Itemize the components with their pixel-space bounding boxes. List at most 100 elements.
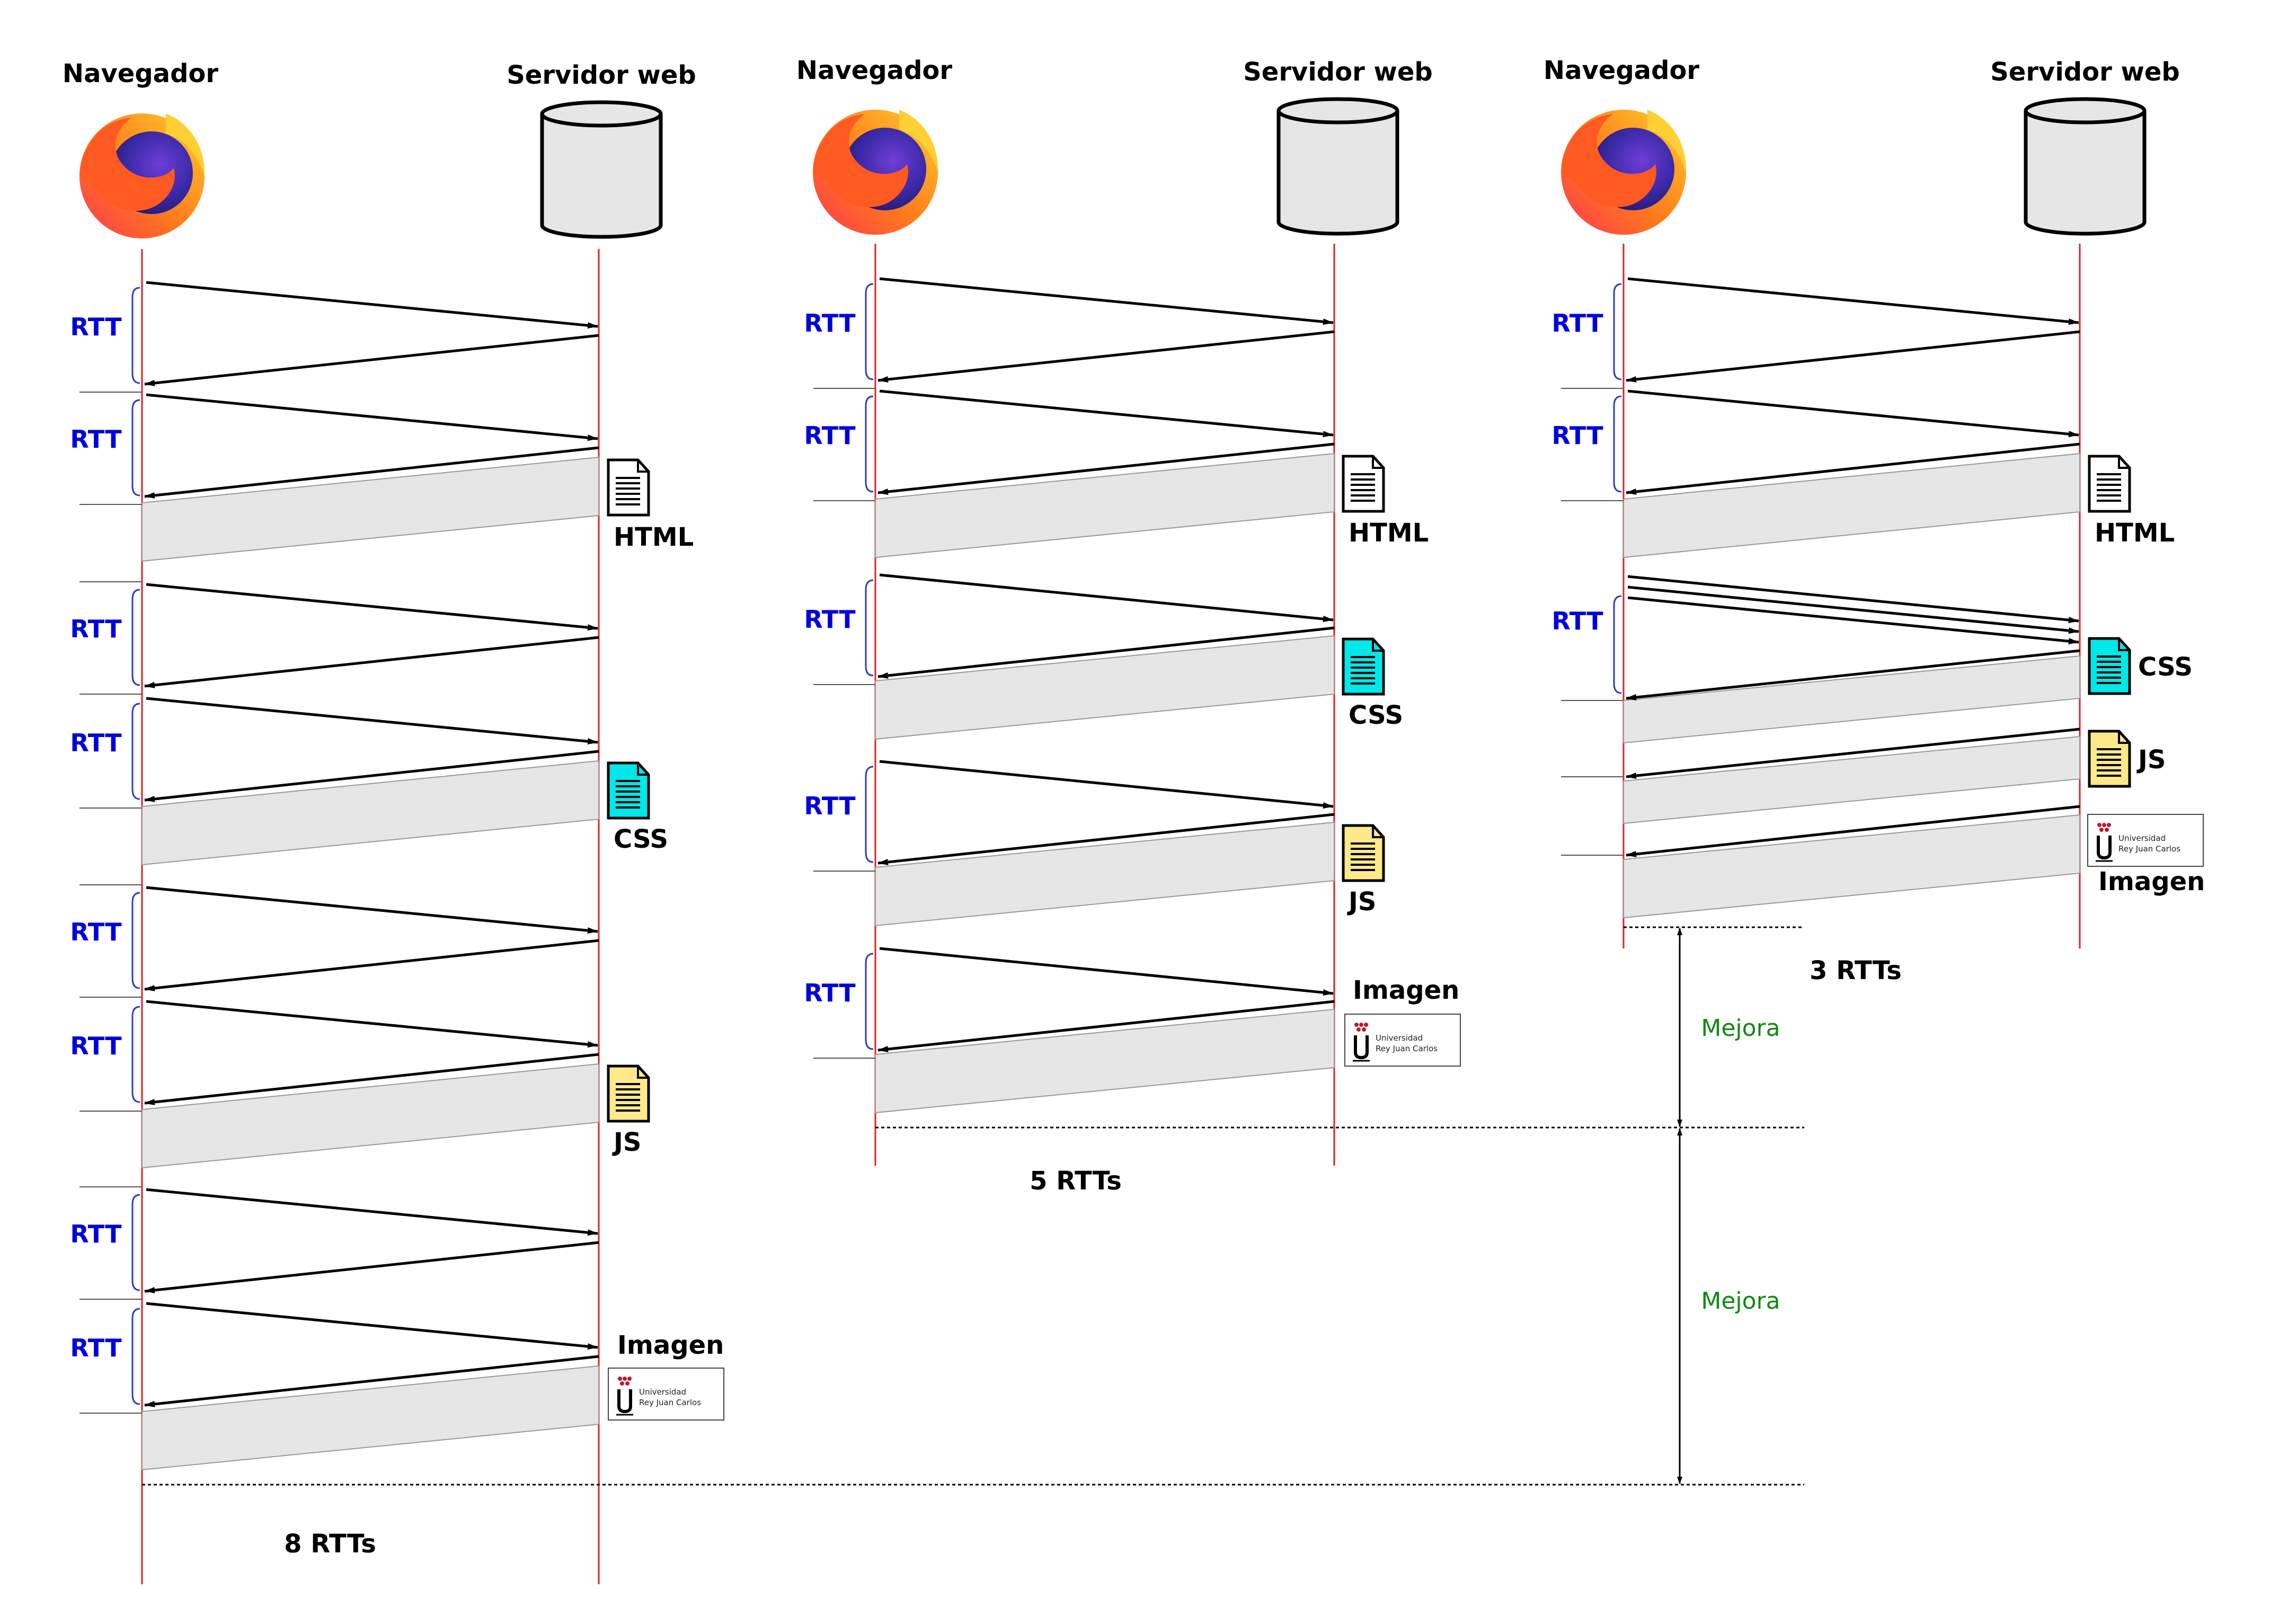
logo-dot xyxy=(2105,828,2109,832)
logo-dot xyxy=(1362,1027,1366,1032)
rtt-label: RTT xyxy=(804,421,856,450)
html-label: HTML xyxy=(1349,518,1429,548)
logo-dot xyxy=(625,1381,629,1386)
logo-dot xyxy=(2097,823,2101,827)
rtt-brace xyxy=(131,892,140,989)
rtt-brace xyxy=(865,395,874,493)
document-icon xyxy=(607,1064,650,1123)
firefox-logo-icon xyxy=(813,110,938,235)
server-database-icon xyxy=(2024,97,2147,236)
panel3-total-label: 3 RTTs xyxy=(1810,956,1902,986)
rtt-label: RTT xyxy=(1551,607,1603,635)
logo-dot xyxy=(1359,1023,1363,1027)
response-arrow xyxy=(144,446,599,499)
css-label: CSS xyxy=(2138,652,2193,682)
response-arrow xyxy=(1626,727,2080,779)
request-arrow xyxy=(146,697,598,745)
js-label: JS xyxy=(1347,887,1376,917)
transfer-band xyxy=(1623,655,2080,744)
logo-dot xyxy=(1356,1027,1361,1032)
document-icon xyxy=(1342,455,1385,513)
logo-text-line-2: Rey Juan Carlos xyxy=(639,1398,701,1407)
rtt-brace xyxy=(131,1194,140,1291)
panel1-server-label: Servidor web xyxy=(507,60,696,90)
request-arrow xyxy=(146,886,598,934)
panel2-browser-label: Navegador xyxy=(796,56,952,85)
css-label: CSS xyxy=(614,824,668,854)
response-arrow xyxy=(877,442,1335,495)
panel2-total-label: 5 RTTs xyxy=(1030,1166,1122,1196)
logo-dot xyxy=(1354,1023,1359,1027)
rtt-label: RTT xyxy=(70,425,122,454)
response-arrow xyxy=(144,939,599,991)
panel2-server-label: Servidor web xyxy=(1243,57,1433,87)
panel3-server-label: Servidor web xyxy=(1990,57,2180,87)
logo-dot xyxy=(2102,823,2106,827)
image-label: Imagen xyxy=(1353,975,1459,1005)
logo-dot xyxy=(627,1377,632,1381)
rtt-brace xyxy=(865,283,874,380)
rtt-label: RTT xyxy=(804,309,856,338)
html-label: HTML xyxy=(2095,518,2175,548)
transfer-band xyxy=(875,635,1335,740)
rtt-label: RTT xyxy=(1551,421,1603,450)
rtt-label: RTT xyxy=(804,979,856,1007)
response-arrow xyxy=(1626,805,2080,857)
rtt-brace xyxy=(131,399,140,496)
logo-dot xyxy=(620,1381,624,1386)
document-icon xyxy=(2088,455,2131,513)
css-label: CSS xyxy=(1349,700,1403,730)
image-label: Imagen xyxy=(2098,867,2205,897)
request-arrow xyxy=(146,1302,598,1350)
logo-dot xyxy=(2099,828,2104,832)
document-fold xyxy=(1372,639,1384,652)
request-arrow xyxy=(146,1000,598,1048)
document-icon xyxy=(1342,824,1385,882)
document-icon xyxy=(1342,637,1385,696)
request-arrow xyxy=(879,760,1334,809)
improvement-label: Mejora xyxy=(1701,1015,1780,1042)
document-fold xyxy=(1372,456,1384,469)
transfer-band xyxy=(1623,452,2080,558)
transfer-band xyxy=(141,1365,599,1471)
request-arrow xyxy=(1627,596,2079,645)
firefox-logo-icon xyxy=(1561,110,1687,235)
transfer-band xyxy=(875,452,1335,558)
response-arrow xyxy=(144,334,599,386)
response-arrow xyxy=(877,626,1335,679)
response-arrow xyxy=(877,330,1335,383)
document-fold xyxy=(2118,456,2130,469)
server-database-icon xyxy=(1276,97,1399,236)
logo-dot xyxy=(623,1377,627,1381)
rtt-label: RTT xyxy=(70,313,122,341)
rtt-label: RTT xyxy=(804,792,856,820)
response-arrow xyxy=(877,813,1335,865)
logo-text-line-1: Universidad xyxy=(1376,1033,1423,1043)
request-arrow xyxy=(1627,389,2079,438)
html-label: HTML xyxy=(614,522,694,552)
logo-dot xyxy=(2107,823,2111,827)
js-label: JS xyxy=(612,1128,641,1157)
document-icon xyxy=(607,761,650,820)
logo-u-shape xyxy=(2097,836,2112,860)
transfer-band xyxy=(875,821,1335,927)
improvement-label: Mejora xyxy=(1701,1288,1780,1315)
panel1-browser-label: Navegador xyxy=(63,59,218,88)
response-arrow xyxy=(1626,330,2080,383)
rtt-brace xyxy=(865,766,874,863)
rtt-label: RTT xyxy=(70,918,122,946)
image-label: Imagen xyxy=(617,1330,724,1360)
logo-text-line-2: Rey Juan Carlos xyxy=(1376,1044,1438,1053)
request-arrow xyxy=(146,393,598,441)
rtt-label: RTT xyxy=(70,1032,122,1060)
request-arrow xyxy=(879,947,1334,996)
rtt-brace xyxy=(865,579,874,677)
rtt-label: RTT xyxy=(70,1334,122,1362)
request-arrow xyxy=(879,277,1334,325)
response-arrow xyxy=(1626,649,2080,700)
response-arrow xyxy=(144,636,599,688)
